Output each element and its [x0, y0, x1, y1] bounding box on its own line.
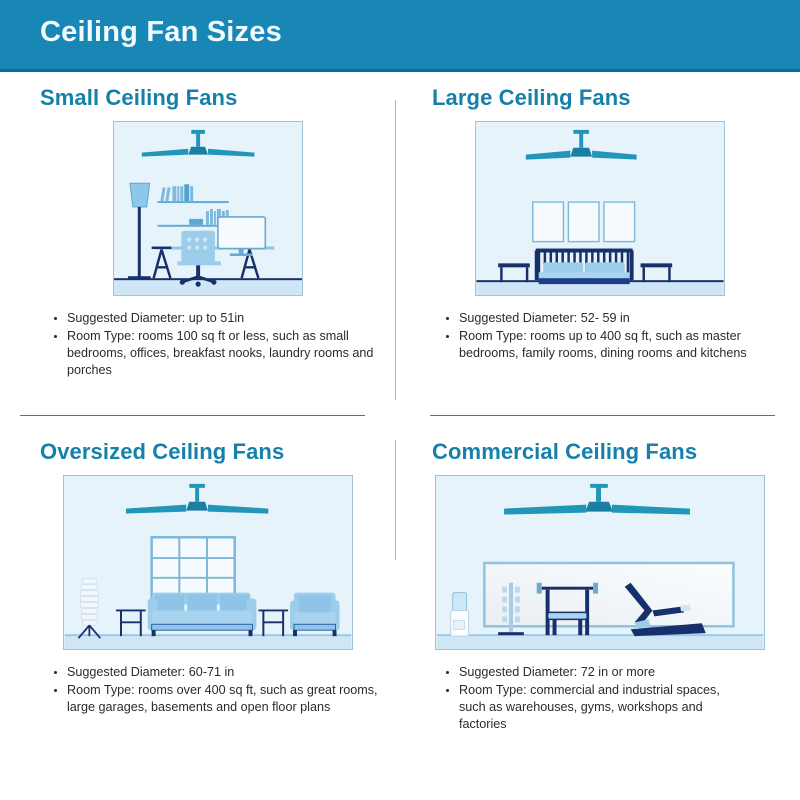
nightstand-left [497, 263, 530, 283]
panel-title-commercial: Commercial Ceiling Fans [432, 439, 698, 464]
bullet-list-small: Suggested Diameter: up to 51in Room Type… [54, 310, 395, 379]
panel-title-small: Small Ceiling Fans [40, 85, 238, 110]
horizontal-divider-left [20, 415, 365, 416]
panel-commercial-ceiling-fans: Commercial Ceiling Fans [412, 425, 787, 795]
page-header: Ceiling Fan Sizes [0, 0, 800, 72]
floor-lamp [127, 182, 151, 280]
panel-title-large: Large Ceiling Fans [432, 85, 631, 110]
water-cooler [449, 592, 469, 637]
panel-grid: Small Ceiling Fans [0, 75, 800, 800]
list-item: Room Type: rooms 100 sq ft or less, such… [54, 328, 382, 379]
page-title: Ceiling Fan Sizes [40, 16, 282, 48]
nightstand-right [640, 263, 672, 283]
vertical-divider-bottom [395, 440, 396, 560]
horizontal-divider-right [430, 415, 775, 416]
bullet-list-oversized: Suggested Diameter: 60-71 in Room Type: … [54, 664, 395, 716]
ceiling-fan-icon [525, 129, 637, 160]
list-item: Suggested Diameter: up to 51in [54, 310, 382, 327]
armchair [289, 592, 339, 637]
monitor [216, 216, 266, 256]
panel-oversized-ceiling-fans: Oversized Ceiling Fans [20, 425, 395, 795]
bullet-list-large: Suggested Diameter: 52- 59 in Room Type:… [446, 310, 787, 362]
gym-mirror [482, 561, 735, 628]
window [149, 536, 236, 600]
vertical-divider-top [395, 100, 396, 400]
sofa [147, 592, 256, 637]
side-table-right [257, 609, 288, 637]
list-item: Suggested Diameter: 60-71 in [54, 664, 382, 681]
panel-title-oversized: Oversized Ceiling Fans [40, 439, 285, 464]
list-item: Suggested Diameter: 52- 59 in [446, 310, 759, 327]
illustration-home-office [112, 121, 303, 296]
floor-lamp [77, 578, 101, 639]
panel-small-ceiling-fans: Small Ceiling Fans [20, 85, 395, 422]
list-item: Room Type: commercial and industrial spa… [446, 682, 749, 733]
office-chair [176, 230, 221, 287]
illustration-gym [434, 475, 765, 650]
ceiling-fan-icon [503, 483, 690, 515]
illustration-living-room [62, 475, 353, 650]
bench-press [536, 582, 598, 636]
ceiling-fan-icon [141, 129, 254, 157]
panel-large-ceiling-fans: Large Ceiling Fans [412, 85, 787, 422]
list-item: Room Type: rooms over 400 sq ft, such as… [54, 682, 382, 716]
list-item: Room Type: rooms up to 400 sq ft, such a… [446, 328, 759, 362]
treadmill [624, 582, 706, 637]
illustration-bedroom [474, 121, 725, 296]
bed [534, 248, 634, 285]
bullet-list-commercial: Suggested Diameter: 72 in or more Room T… [446, 664, 787, 733]
side-table-left [115, 609, 146, 637]
ceiling-fan-icon [125, 483, 268, 514]
list-item: Suggested Diameter: 72 in or more [446, 664, 749, 681]
wall-art [531, 201, 635, 243]
dumbbell-rack [497, 582, 524, 636]
